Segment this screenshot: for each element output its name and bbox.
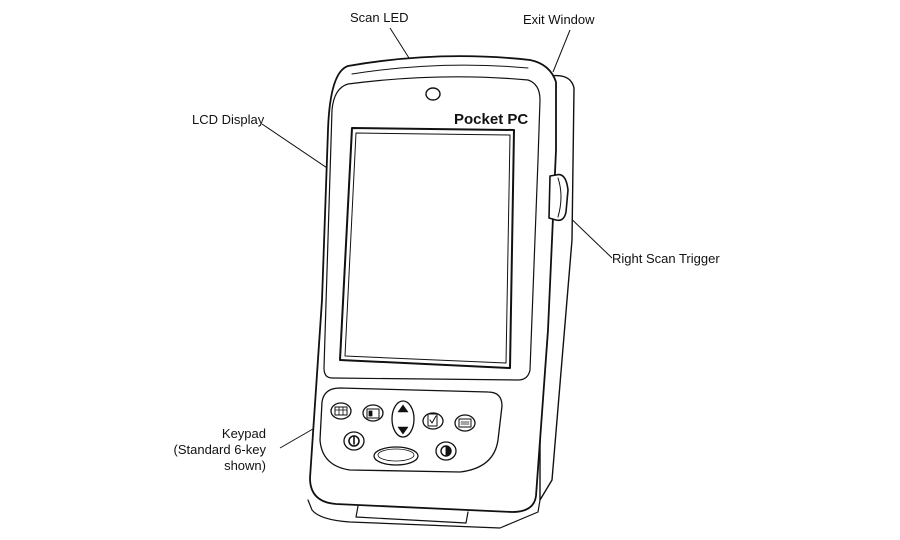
- inbox-key-icon: [458, 418, 472, 428]
- callout-keypad-line-3: shown): [224, 458, 266, 473]
- callout-keypad-line-1: Keypad: [221, 426, 266, 441]
- handheld-device: [307, 55, 575, 529]
- right-scan-trigger: [548, 173, 569, 222]
- callout-right-scan-trigger: Right Scan Trigger: [612, 251, 720, 266]
- leader-exit-window: [552, 29, 571, 73]
- keypad-buttons: [330, 400, 476, 466]
- callout-exit-window: Exit Window: [523, 12, 595, 27]
- lcd-screen: [339, 127, 515, 369]
- callout-keypad-line-2: (Standard 6-key: [173, 442, 267, 457]
- lcd-screen-inner: [344, 132, 511, 364]
- brand-logo-text: Pocket PC: [454, 111, 528, 128]
- callout-scan-led: Scan LED: [350, 10, 409, 25]
- calendar-key-icon: [334, 406, 348, 416]
- scan-led: [425, 87, 441, 101]
- nav-down-arrow-icon: [397, 426, 409, 435]
- navigation-rocker: [391, 400, 415, 438]
- callout-lcd-display: LCD Display: [192, 112, 265, 127]
- callout-keypad: Keypad (Standard 6-key shown): [174, 426, 267, 474]
- tasks-key-icon: [427, 413, 438, 427]
- right-scan-trigger-highlight: [557, 177, 562, 218]
- device-bottom-tab: [355, 505, 469, 524]
- nav-up-arrow-icon: [397, 404, 409, 413]
- action-button: [373, 446, 419, 466]
- device-top-rim: [351, 64, 529, 75]
- contacts-key-icon: [366, 408, 380, 419]
